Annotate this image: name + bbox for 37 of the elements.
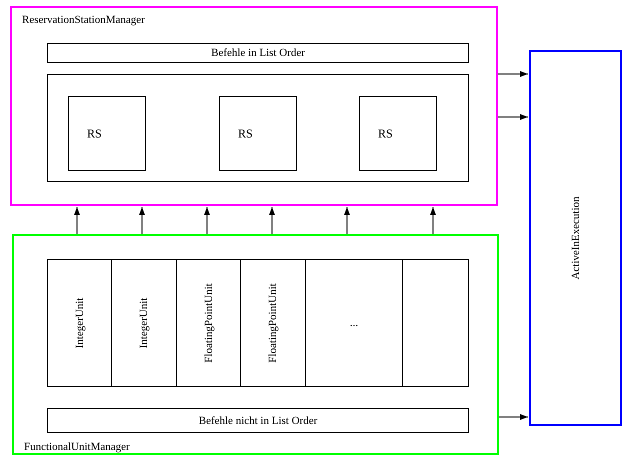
station-label: RS xyxy=(378,126,393,140)
unit-cell xyxy=(240,259,306,387)
arrow xyxy=(430,206,436,234)
station-box xyxy=(359,96,437,171)
arrow xyxy=(344,206,350,234)
panel-title: ActiveInExecution xyxy=(569,196,582,280)
queue-bar xyxy=(47,408,469,433)
arrow xyxy=(269,206,275,234)
unit-label: IntegerUnit xyxy=(138,298,150,348)
unit-cell xyxy=(111,259,177,387)
manager-panel xyxy=(10,6,498,206)
station-box xyxy=(219,96,297,171)
unit-label: FloatingPointUnit xyxy=(202,283,215,363)
unit-label: IntegerUnit xyxy=(73,298,86,348)
panel-title: ReservationStationManager xyxy=(22,14,145,26)
unit-label: ... xyxy=(350,316,358,330)
arrow xyxy=(498,414,528,420)
unit-cell xyxy=(47,259,112,387)
station-label: RS xyxy=(87,126,102,140)
station-group-box xyxy=(47,74,469,182)
station-box xyxy=(68,96,146,171)
arrow xyxy=(204,206,210,234)
unit-cell xyxy=(402,259,469,387)
arrow xyxy=(139,206,145,234)
bar-label: Befehle nicht in List Order xyxy=(198,414,318,427)
manager-panel xyxy=(12,234,499,455)
arrow xyxy=(74,206,80,234)
arrow xyxy=(498,114,528,120)
panel-title: FunctionalUnitManager xyxy=(24,440,130,453)
station-label: RS xyxy=(238,126,253,140)
queue-bar xyxy=(47,43,469,63)
unit-label: FloatingPointUnit xyxy=(266,283,280,363)
execution-panel xyxy=(529,50,622,426)
unit-cell xyxy=(176,259,241,387)
bar-label: Befehle in List Order xyxy=(211,46,305,60)
unit-cell xyxy=(305,259,403,387)
arrow xyxy=(498,71,528,77)
